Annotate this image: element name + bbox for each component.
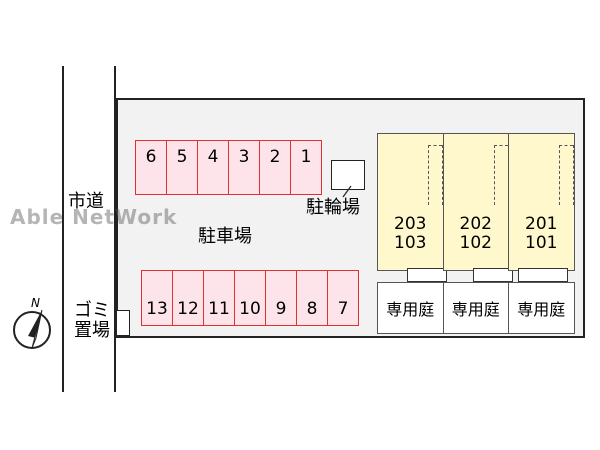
entrance-outline xyxy=(559,145,573,146)
compass-icon xyxy=(13,309,51,349)
road-edge-right xyxy=(114,66,116,392)
unit-number-lower: 102 xyxy=(459,233,492,253)
bicycle-parking-box xyxy=(331,160,365,190)
entrance-outline xyxy=(559,145,560,205)
parking-lot-label: 駐車場 xyxy=(198,226,252,247)
unit-number-upper: 203 xyxy=(394,214,427,234)
private-garden: 専用庭 xyxy=(508,282,575,334)
entrance-outline xyxy=(493,145,495,205)
parking-space: 12 xyxy=(172,270,204,326)
entrance-outline xyxy=(428,145,442,146)
unit-number-lower: 103 xyxy=(394,233,427,253)
parking-space: 9 xyxy=(265,270,297,326)
parking-space: 13 xyxy=(141,270,173,326)
parking-space: 7 xyxy=(327,270,359,326)
entrance-outline xyxy=(428,145,429,205)
unit-number-lower: 101 xyxy=(525,233,558,253)
garbage-label-line1: ゴミ xyxy=(74,300,110,321)
parking-space: 10 xyxy=(234,270,266,326)
parking-space: 1 xyxy=(290,140,322,195)
bicycle-parking-label: 駐輪場 xyxy=(306,197,360,218)
parking-space: 11 xyxy=(203,270,235,326)
leader-line xyxy=(342,185,352,198)
unit-number-upper: 201 xyxy=(525,214,558,234)
parking-space: 4 xyxy=(197,140,229,195)
parking-space: 6 xyxy=(135,140,167,195)
entrance-outline xyxy=(573,145,574,205)
watermark: Able NetWork xyxy=(10,205,178,229)
parking-space: 8 xyxy=(296,270,328,326)
utility-box xyxy=(518,268,568,282)
road-edge-left xyxy=(62,66,64,392)
garbage-box xyxy=(116,310,130,336)
utility-box xyxy=(407,268,447,282)
unit-number-upper: 202 xyxy=(459,214,492,234)
parking-space: 3 xyxy=(228,140,260,195)
garbage-label-line2: 置場 xyxy=(74,320,110,341)
parking-space: 5 xyxy=(166,140,198,195)
parking-space: 2 xyxy=(259,140,291,195)
utility-box xyxy=(472,268,513,282)
city-road-label: 市道 xyxy=(68,191,104,212)
north-label: N xyxy=(31,296,40,310)
private-garden: 専用庭 xyxy=(377,282,444,334)
entrance-outline xyxy=(493,145,508,146)
private-garden: 専用庭 xyxy=(442,282,509,334)
